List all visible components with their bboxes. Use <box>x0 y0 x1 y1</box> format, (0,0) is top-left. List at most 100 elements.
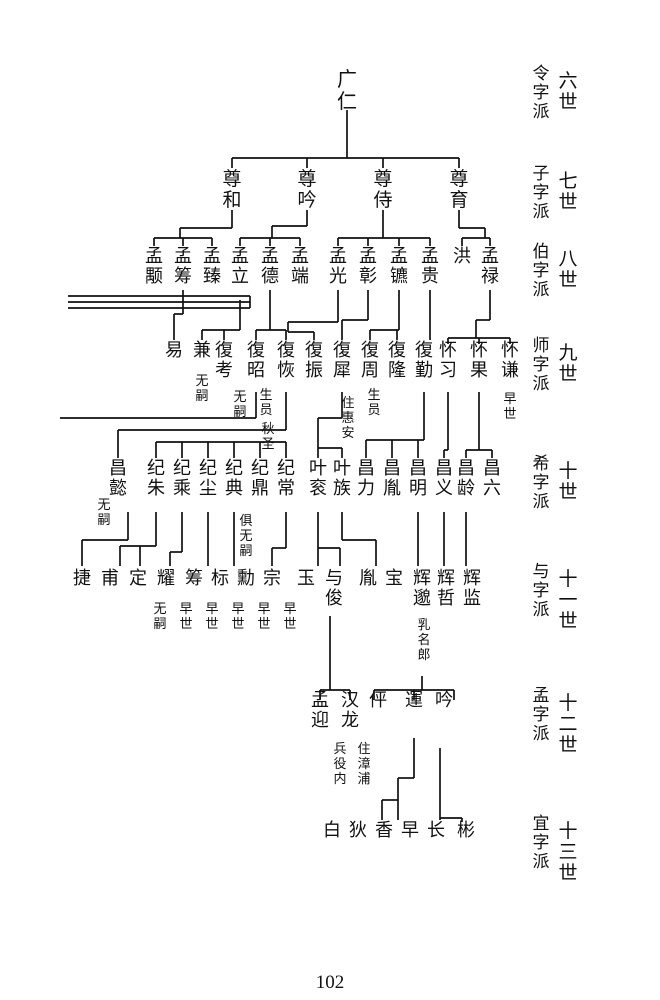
svg-text:广: 广 <box>337 67 357 91</box>
person-gen10: 昌六 <box>483 458 501 499</box>
person-gen8: 孟镳 <box>390 246 408 287</box>
svg-text:孟: 孟 <box>421 246 439 267</box>
svg-text:役: 役 <box>333 757 346 772</box>
svg-text:三: 三 <box>558 841 577 863</box>
svg-text:令: 令 <box>533 64 550 84</box>
svg-text:派: 派 <box>533 492 550 512</box>
svg-text:纪: 纪 <box>277 458 295 479</box>
person-gen11: 标 <box>211 568 229 589</box>
person-gen10: 昌胤 <box>383 458 401 499</box>
svg-text:孟: 孟 <box>359 246 377 267</box>
svg-text:十: 十 <box>558 692 577 714</box>
svg-text:龄: 龄 <box>457 478 475 499</box>
svg-text:监: 监 <box>463 588 481 609</box>
svg-text:甫: 甫 <box>101 568 119 589</box>
svg-text:早: 早 <box>205 602 218 617</box>
person-gen10: 纪常 <box>277 458 295 499</box>
svg-text:嗣: 嗣 <box>153 617 166 632</box>
svg-text:孟: 孟 <box>231 246 249 267</box>
svg-text:復: 復 <box>305 340 323 361</box>
svg-text:尊: 尊 <box>373 168 392 190</box>
person-gen8: 孟立 <box>231 246 249 287</box>
svg-text:尘: 尘 <box>199 478 217 499</box>
annotation-note: 无嗣 <box>153 602 166 632</box>
svg-text:怀: 怀 <box>470 340 488 361</box>
svg-text:光: 光 <box>329 266 347 287</box>
svg-text:鼎: 鼎 <box>251 478 269 499</box>
svg-text:字: 字 <box>533 355 550 375</box>
svg-text:六: 六 <box>483 478 501 499</box>
svg-text:懿: 懿 <box>109 478 127 499</box>
pai-label: 师字派 <box>533 336 550 394</box>
annotation-note: 生员 <box>367 388 380 418</box>
person-gen9: 怀果 <box>470 340 488 381</box>
svg-text:惠: 惠 <box>341 411 354 426</box>
svg-text:宝: 宝 <box>385 568 403 589</box>
svg-text:郎: 郎 <box>417 648 430 663</box>
svg-text:纪: 纪 <box>199 458 217 479</box>
person-gen8: 孟光 <box>329 246 347 287</box>
svg-text:与: 与 <box>533 562 550 582</box>
svg-text:十: 十 <box>558 820 577 842</box>
person-gen8: 洪 <box>453 246 471 267</box>
person-gen9: 兼 <box>193 340 211 361</box>
svg-text:復: 復 <box>333 340 351 361</box>
person-gen11: 定 <box>129 568 147 589</box>
svg-text:禄: 禄 <box>481 266 499 287</box>
generation-label: 八世 <box>558 248 577 291</box>
svg-text:臻: 臻 <box>203 266 221 287</box>
svg-text:世: 世 <box>205 617 218 632</box>
person-gen9: 復周 <box>361 340 379 381</box>
svg-text:派: 派 <box>533 374 550 394</box>
svg-text:世: 世 <box>558 862 577 884</box>
svg-text:哲: 哲 <box>437 588 455 609</box>
svg-text:字: 字 <box>533 183 550 203</box>
svg-text:世: 世 <box>558 363 577 385</box>
svg-text:镳: 镳 <box>390 266 408 287</box>
person-gen13: 香 <box>375 820 393 841</box>
annotation-note: 住惠安 <box>341 396 354 441</box>
person-gen9: 復犀 <box>333 340 351 381</box>
svg-text:衮: 衮 <box>309 478 327 499</box>
svg-text:字: 字 <box>533 833 550 853</box>
svg-text:振: 振 <box>305 360 323 381</box>
generation-label: 六世 <box>558 70 577 113</box>
person-gen9: 怀习 <box>439 340 457 381</box>
svg-text:世: 世 <box>231 617 244 632</box>
svg-text:长: 长 <box>427 820 445 841</box>
svg-text:子: 子 <box>533 164 550 184</box>
svg-text:朱: 朱 <box>147 478 165 499</box>
svg-text:谦: 谦 <box>501 360 519 381</box>
svg-text:玉: 玉 <box>297 568 315 589</box>
svg-text:七: 七 <box>558 170 577 192</box>
pai-label: 宜字派 <box>533 814 550 872</box>
svg-text:怀: 怀 <box>439 340 457 361</box>
svg-text:世: 世 <box>179 617 192 632</box>
svg-text:復: 復 <box>388 340 406 361</box>
svg-text:果: 果 <box>470 360 488 381</box>
pai-label: 孟字派 <box>533 686 550 744</box>
svg-text:与: 与 <box>325 568 343 589</box>
person-gen12: 運 <box>405 690 423 711</box>
svg-text:伯: 伯 <box>533 242 550 262</box>
svg-text:力: 力 <box>357 478 375 499</box>
svg-text:字: 字 <box>533 581 550 601</box>
svg-text:俊: 俊 <box>325 588 343 609</box>
svg-text:嗣: 嗣 <box>239 544 252 559</box>
svg-text:早: 早 <box>257 602 270 617</box>
person-gen12: 孟迎 <box>311 690 329 731</box>
svg-text:常: 常 <box>277 478 295 499</box>
person-gen11: 筹 <box>185 568 203 589</box>
person-gen10: 纪尘 <box>199 458 217 499</box>
person-gen13: 早 <box>401 820 419 841</box>
generation-label: 十二世 <box>558 692 577 756</box>
person-gen9: 復考 <box>215 340 233 381</box>
annotation-note: 住漳浦 <box>357 742 370 787</box>
svg-text:和: 和 <box>222 189 241 211</box>
svg-text:世: 世 <box>558 610 577 632</box>
svg-text:无: 无 <box>153 602 166 617</box>
svg-text:嗣: 嗣 <box>195 389 208 404</box>
svg-text:捷: 捷 <box>73 568 91 589</box>
svg-text:狄: 狄 <box>349 820 367 841</box>
